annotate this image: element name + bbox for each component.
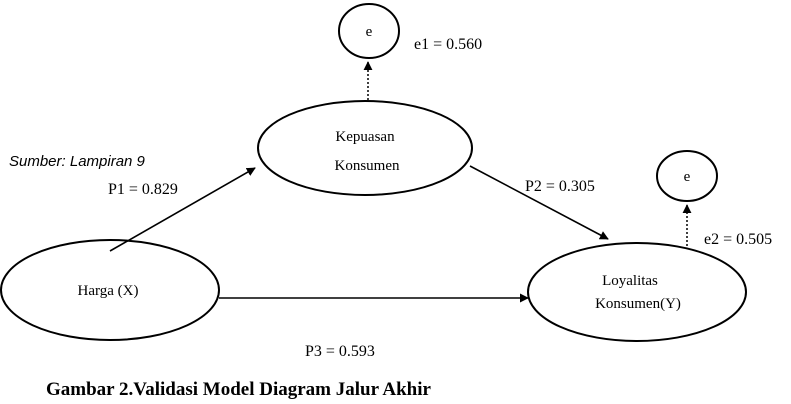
error-node-2 (656, 150, 718, 202)
path-arrow-p2 (469, 165, 609, 240)
kepuasan-label-line1: Kepuasan (335, 129, 395, 145)
error-node-1 (338, 3, 400, 59)
source-note: Sumber: Lampiran 9 (9, 153, 146, 170)
kepuasan-label-line2: Konsumen (335, 158, 400, 174)
path-coefficient-p2: P2 = 0.305 (525, 178, 595, 195)
harga-node (0, 239, 220, 341)
figure-caption: Gambar 2.Validasi Model Diagram Jalur Ak… (46, 379, 432, 400)
kepuasan-node (257, 100, 473, 196)
loyalitas-label-line1: Loyalitas (602, 273, 658, 289)
path-coefficient-p1: P1 = 0.829 (108, 181, 178, 198)
harga-label: Harga (X) (78, 283, 139, 299)
error-node-1-label: e (366, 24, 373, 40)
path-coefficient-p3: P3 = 0.593 (305, 343, 375, 360)
loyalitas-node (527, 242, 747, 342)
path-arrow-p1 (109, 167, 256, 252)
loyalitas-label-line2: Konsumen(Y) (595, 296, 681, 312)
error-coefficient-e2: e2 = 0.505 (704, 231, 772, 248)
error-coefficient-e1: e1 = 0.560 (414, 36, 482, 53)
error-node-2-label: e (684, 169, 691, 185)
